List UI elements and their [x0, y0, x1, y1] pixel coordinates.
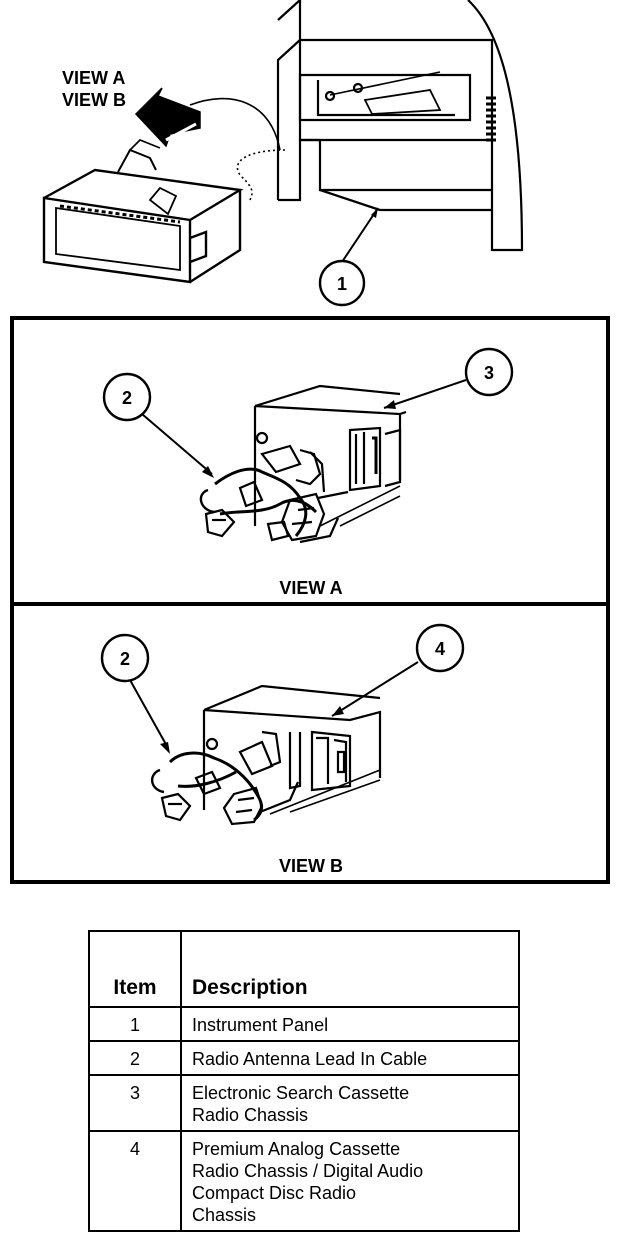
legend-row: 2 Radio Antenna Lead In Cable: [88, 1040, 520, 1076]
callout-3: [464, 347, 514, 397]
callout-4: [415, 623, 465, 673]
callout-1-label: 1: [337, 274, 347, 294]
legend-row: 1 Instrument Panel: [88, 1006, 520, 1042]
callout-1: [318, 259, 366, 307]
callout-2-view-b-label: 2: [120, 649, 130, 669]
instrument-panel-outline: [298, 0, 524, 252]
legend-row: 4 Premium Analog Cassette Radio Chassis …: [88, 1130, 520, 1232]
legend-header-item: Item: [88, 930, 182, 1008]
callout-2-view-a: [102, 372, 152, 422]
legend-row-description: Radio Antenna Lead In Cable: [180, 1040, 520, 1076]
view-a-caption: VIEW A: [279, 578, 342, 598]
callout-4-label: 4: [435, 639, 445, 659]
legend-row-item: 1: [88, 1006, 182, 1042]
legend-row-description: Instrument Panel: [180, 1006, 520, 1042]
upper-radio-slot: [298, 73, 472, 122]
view-a-label: VIEW A: [62, 68, 125, 88]
legend-row-item: 4: [88, 1130, 182, 1232]
legend-row-item: 3: [88, 1074, 182, 1132]
overview-drawing: VIEW A VIEW B 1: [42, 0, 524, 307]
connection-leader: [189, 97, 281, 151]
callout-3-label: 3: [484, 363, 494, 383]
removal-direction-arrow: [134, 87, 201, 148]
view-a-panel: 2 3 VIEW A: [10, 316, 610, 606]
legend-header-row: Item Description: [88, 930, 520, 1008]
legend-table: Item Description 1 Instrument Panel 2 Ra…: [88, 930, 520, 1232]
view-b-panel: 2 4 VIEW B: [10, 602, 610, 884]
legend-row-item: 2: [88, 1040, 182, 1076]
legend-row-description: Premium Analog Cassette Radio Chassis / …: [180, 1130, 520, 1232]
radio-opening: [300, 138, 492, 212]
callout-2-view-a-label: 2: [122, 388, 132, 408]
callout-2-view-b: [100, 633, 150, 683]
view-b-label: VIEW B: [62, 90, 126, 110]
legend-row: 3 Electronic Search Cassette Radio Chass…: [88, 1074, 520, 1132]
view-b-caption: VIEW B: [279, 856, 343, 876]
radio-chassis: [42, 139, 244, 284]
premium-radio-chassis: [202, 684, 382, 810]
legend-row-description: Electronic Search Cassette Radio Chassis: [180, 1074, 520, 1132]
wiring-harness: [214, 467, 308, 537]
legend-header-description: Description: [180, 930, 520, 1008]
